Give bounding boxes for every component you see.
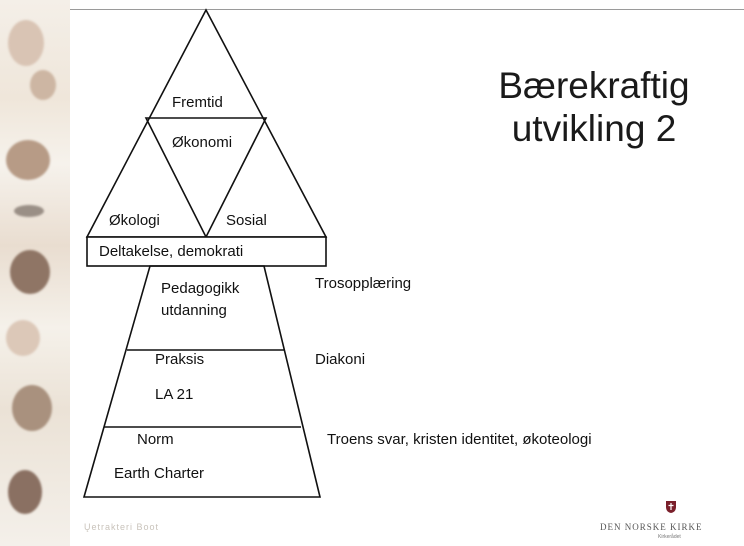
lower-pyramid — [82, 265, 322, 498]
label-okologi: Økologi — [109, 212, 160, 229]
label-troens-svar: Troens svar, kristen identitet, økoteolo… — [327, 431, 592, 448]
decorative-photo-3 — [6, 140, 50, 180]
outer-triangle — [85, 8, 328, 238]
label-sosial: Sosial — [226, 212, 267, 229]
participation-band — [86, 236, 327, 267]
church-subtitle: Kirkerådet — [658, 534, 681, 540]
label-utdanning: utdanning — [161, 302, 227, 319]
decorative-photo-7 — [12, 385, 52, 431]
label-pedagogikk: Pedagogikk — [161, 280, 240, 297]
label-diakoni: Diakoni — [315, 351, 366, 368]
church-crest-icon — [666, 501, 676, 513]
label-la21: LA 21 — [155, 386, 194, 403]
decorative-photo-6 — [6, 320, 40, 356]
decorative-photo-1 — [8, 20, 44, 66]
decorative-photo-8 — [8, 470, 42, 514]
slide-title: Bærekraftig utvikling 2 — [498, 65, 690, 149]
label-okonomi: Økonomi — [172, 134, 233, 151]
church-name: DEN NORSKE KIRKE — [600, 522, 703, 532]
top-divider — [70, 9, 744, 10]
label-earth-charter: Earth Charter — [114, 465, 205, 482]
label-deltakelse-demokrati: Deltakelse, demokrati — [99, 243, 244, 260]
label-fremtid: Fremtid — [172, 94, 223, 111]
decorative-photo-strip — [0, 0, 70, 546]
footer-text: Ųetrakteri Boot — [84, 522, 160, 532]
decorative-photo-4 — [14, 205, 44, 217]
label-norm: Norm — [137, 431, 174, 448]
label-trosopplaering: Trosopplæring — [315, 275, 412, 292]
inner-inverted-triangle — [144, 117, 268, 239]
label-praksis: Praksis — [155, 351, 205, 368]
decorative-photo-2 — [30, 70, 56, 100]
decorative-photo-5 — [10, 250, 50, 294]
